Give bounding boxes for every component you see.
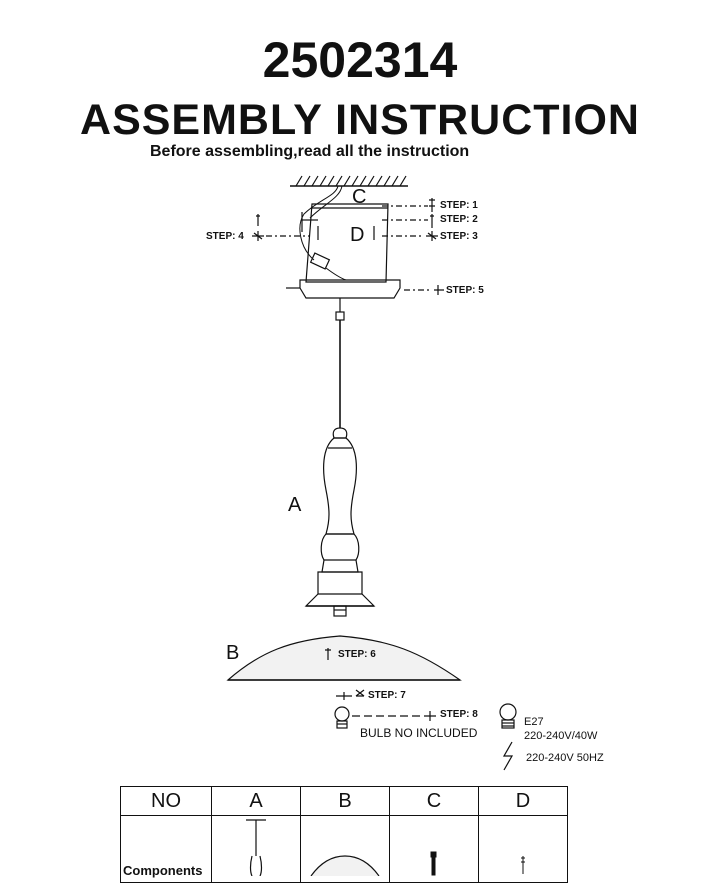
supply-voltage: 220-240V 50HZ	[526, 752, 604, 764]
part-label-d: D	[350, 224, 365, 246]
part-label-c: C	[352, 186, 367, 208]
header-a: A	[211, 786, 301, 816]
component-a-thumb	[211, 815, 301, 883]
header-b: B	[300, 786, 390, 816]
glass-shade-icon	[310, 855, 380, 877]
header-d: D	[478, 786, 568, 816]
step-2-label: STEP: 2	[440, 214, 478, 225]
glass-shade	[226, 635, 462, 681]
component-b-thumb	[300, 815, 390, 883]
screw-icon	[430, 851, 437, 876]
step-3-label: STEP: 3	[440, 231, 478, 242]
step-5-label: STEP: 5	[446, 285, 484, 296]
step-1-label: STEP: 1	[440, 200, 478, 211]
bulb-note: BULB NO INCLUDED	[360, 726, 478, 740]
component-c-thumb	[389, 815, 479, 883]
table-row: Components	[120, 815, 568, 883]
document-title: ASSEMBLY INSTRUCTION	[80, 96, 640, 144]
part-label-a: A	[288, 494, 302, 516]
bulb-socket: E27	[524, 716, 544, 728]
lightning-icon	[502, 741, 514, 771]
table-row: NO A B C D	[120, 786, 568, 816]
header-c: C	[389, 786, 479, 816]
components-table: NO A B C D Components	[120, 786, 568, 883]
row-label-components: Components	[120, 815, 212, 883]
step-8-label: STEP: 8	[440, 709, 478, 720]
bulb-power: 220-240V/40W	[524, 730, 598, 742]
bulb-icon-small	[334, 706, 350, 729]
step-7-label: STEP: 7	[368, 690, 406, 701]
component-d-thumb	[478, 815, 568, 883]
document-subtitle: Before assembling,read all the instructi…	[150, 143, 470, 160]
part-label-b: B	[226, 642, 240, 664]
header-no: NO	[120, 786, 212, 816]
bulb-icon-spec	[499, 703, 517, 729]
small-screw-icon	[521, 856, 525, 874]
canopy	[305, 203, 389, 283]
ceiling-hatch	[290, 175, 408, 187]
step-6-label: STEP: 6	[338, 649, 376, 660]
assembly-diagram	[226, 175, 517, 771]
model-number: 2502314	[262, 32, 458, 88]
lamp-holder-body	[304, 427, 376, 617]
lamp-holder-icon	[246, 819, 266, 877]
step-4-label: STEP: 4	[206, 231, 244, 242]
